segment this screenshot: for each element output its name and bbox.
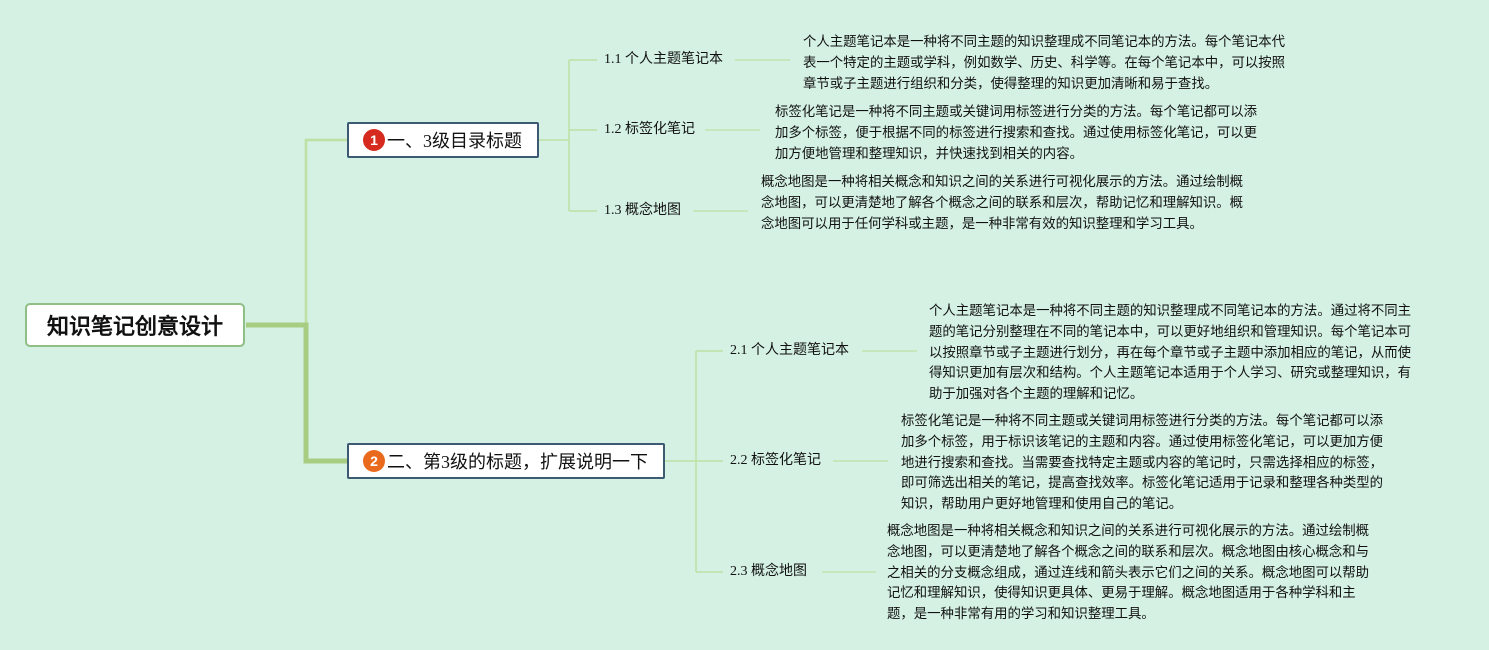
branch1-connector — [539, 59, 597, 212]
branch-node-2[interactable]: 2 二、第3级的标题，扩展说明一下 — [347, 443, 665, 479]
topic-1-1[interactable]: 1.1 个人主题笔记本 — [604, 52, 723, 67]
number-badge-1: 1 — [363, 129, 385, 151]
topic-1-3-description: 概念地图是一种将相关概念和知识之间的关系进行可视化展示的方法。通过绘制概念地图，… — [761, 174, 1244, 231]
number-badge-2: 2 — [363, 450, 385, 472]
root-node[interactable]: 知识笔记创意设计 — [25, 303, 245, 347]
branch-node-1[interactable]: 1 一、3级目录标题 — [347, 122, 539, 158]
topic-1-2-description: 标签化笔记是一种将不同主题或关键词用标签进行分类的方法。每个笔记都可以添加多个标… — [775, 104, 1258, 161]
branch-label-2: 二、第3级的标题，扩展说明一下 — [387, 452, 648, 472]
branch1-leaf-connectors — [693, 59, 790, 212]
topic-1-1-description: 个人主题笔记本是一种将不同主题的知识整理成不同笔记本的方法。每个笔记本代表一个特… — [803, 34, 1286, 91]
root-connector — [246, 138, 347, 327]
topic-1-3[interactable]: 1.3 概念地图 — [604, 203, 681, 218]
branch2-leaf-connectors — [822, 350, 917, 573]
topic-2-2[interactable]: 2.2 标签化笔记 — [730, 453, 821, 468]
topic-1-2[interactable]: 1.2 标签化笔记 — [604, 122, 695, 137]
root-label: 知识笔记创意设计 — [46, 315, 223, 340]
topic-2-2-description: 标签化笔记是一种将不同主题或关键词用标签进行分类的方法。每个笔记都可以添加多个标… — [901, 413, 1384, 512]
topic-2-3-description: 概念地图是一种将相关概念和知识之间的关系进行可视化展示的方法。通过绘制概念地图，… — [887, 523, 1370, 622]
topic-2-1[interactable]: 2.1 个人主题笔记本 — [730, 343, 849, 358]
branch2-connector — [665, 350, 723, 573]
root-connector-2 — [246, 322, 347, 464]
topic-2-3[interactable]: 2.3 概念地图 — [730, 564, 807, 579]
topic-2-1-description: 个人主题笔记本是一种将不同主题的知识整理成不同笔记本的方法。通过将不同主题的笔记… — [929, 303, 1412, 402]
branch-label-1: 一、3级目录标题 — [387, 131, 522, 151]
